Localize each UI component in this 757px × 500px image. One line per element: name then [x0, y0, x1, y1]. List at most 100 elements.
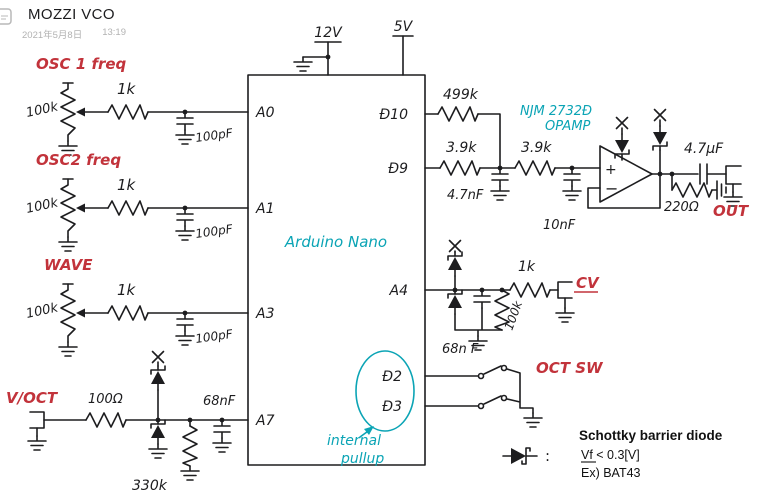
d10-mix-circuit: 499k	[424, 87, 501, 169]
pot-wiper-arrow-icon	[76, 203, 85, 213]
cv-input-circuit: 68n F 100k 1k CV	[424, 239, 600, 357]
cv-series-value: 1k	[518, 259, 536, 275]
ground-symbol	[555, 307, 575, 323]
note-pullup: pullup	[340, 451, 384, 467]
d10-resistor-value: 499k	[443, 87, 479, 103]
d10-mix-resistor	[437, 106, 479, 122]
d9-resistor-1	[439, 160, 481, 176]
osc2-filter-capacitor	[176, 207, 194, 227]
pin-a0: A0	[255, 105, 275, 121]
label-voct: V/OCT	[6, 389, 59, 407]
pin-d10: Đ10	[379, 107, 408, 123]
d2-d3-wires	[424, 375, 479, 407]
wire-12v	[302, 41, 329, 76]
schottky-diode	[614, 133, 630, 159]
opamp-kind: OPAMP	[545, 119, 591, 134]
d9-resistor-2	[514, 160, 556, 176]
pin-a4: A4	[389, 283, 408, 299]
ground-symbol	[58, 341, 78, 357]
arduino-nano: Arduino Nano A0 A1 A3 A7 Đ10 Đ9 A4 Đ2 Đ3…	[247, 74, 426, 467]
power-5v-rail: 5V	[392, 19, 414, 76]
wave-cap-value: 100pF	[194, 327, 234, 346]
pullup-pins-circle	[355, 350, 415, 432]
d9-resistor-1-value: 3.9k	[446, 140, 477, 156]
note-tool-icon[interactable]	[0, 8, 15, 28]
voct-shunt-resistor	[182, 425, 198, 467]
output-jack	[725, 165, 742, 185]
wave-resistor-value: 1k	[117, 281, 137, 299]
osc1-series-resistor	[107, 104, 149, 120]
rail-x-mark-icon	[448, 239, 462, 253]
note-arrow-icon	[364, 426, 374, 435]
junction-dot	[325, 54, 331, 60]
legend-colon: :	[545, 447, 550, 465]
note-time: 13:19	[102, 27, 126, 38]
osc2-resistor-value: 1k	[117, 176, 137, 194]
filter-capacitor-b	[563, 167, 581, 187]
pin-a7: A7	[255, 413, 275, 429]
output-dc-block-capacitor	[699, 163, 708, 185]
ground-symbol	[175, 129, 195, 145]
wave-filter-capacitor	[176, 312, 194, 332]
cv-shunt-value: 100k	[502, 298, 526, 332]
wave-input-circuit: WAVE 100k 1k 100pF	[25, 256, 249, 357]
wave-potentiometer	[60, 283, 76, 343]
octave-switch-circuit: OCT SW	[424, 359, 604, 428]
schottky-diode	[652, 125, 668, 151]
label-cv: CV	[576, 274, 600, 292]
rail-x-mark-icon	[653, 108, 667, 122]
pin-d3: Đ3	[382, 399, 402, 415]
schottky-diode	[447, 251, 463, 277]
ground-symbol	[562, 185, 582, 201]
legend-vf: Vf < 0.3[V]	[581, 448, 640, 462]
cv-jack	[557, 281, 573, 299]
cv-series-resistor	[509, 282, 551, 298]
voct-input-jack	[29, 411, 45, 429]
osc1-resistor-value: 1k	[117, 80, 137, 98]
osc2-potentiometer	[60, 178, 76, 238]
output-cap-value: 4.7μF	[684, 141, 724, 157]
power-12v-rail: 12V	[293, 25, 343, 76]
osc2-pot-value: 100k	[25, 195, 60, 216]
label-12v: 12V	[314, 25, 343, 41]
label-osc1: OSC 1 freq	[36, 55, 127, 73]
pot-wiper-arrow-icon	[76, 107, 85, 117]
opamp-triangle	[599, 145, 653, 203]
legend-diode-triangle	[511, 448, 526, 464]
legend-example: Ex) BAT43	[581, 466, 641, 480]
wave-pot-value: 100k	[25, 300, 60, 321]
osc1-pot-value: 100k	[25, 99, 60, 120]
pin-d2: Đ2	[382, 369, 402, 385]
switch-lever-d3	[483, 395, 502, 405]
label-5v: 5V	[394, 19, 414, 35]
voct-shunt-value: 330k	[132, 478, 168, 494]
d9-filter-circuit: 3.9k 3.9k 4.7nF 10nF	[424, 140, 601, 233]
pin-d9: Đ9	[388, 161, 408, 177]
output-resistor-value: 220Ω	[664, 200, 699, 215]
pin-a3: A3	[255, 306, 274, 322]
rail-x-mark-icon	[615, 116, 629, 130]
osc1-potentiometer	[60, 82, 76, 142]
filter-capacitor-a	[491, 167, 509, 187]
osc2-input-circuit: OSC2 freq 100k 1k 100pF	[25, 151, 249, 252]
ground-symbol	[490, 185, 510, 201]
schottky-diode	[150, 419, 166, 445]
osc2-cap-value: 100pF	[194, 222, 234, 241]
opamp-feedback-wire	[587, 173, 661, 209]
label-osc2: OSC2 freq	[36, 151, 121, 169]
voct-resistor-value: 100Ω	[88, 392, 123, 407]
opamp-plus-input: +	[605, 162, 617, 178]
d9-resistor-2-value: 3.9k	[521, 140, 552, 156]
internal-pullup-note: internal pullup	[327, 426, 384, 467]
arduino-nano-outline	[247, 74, 426, 466]
label-out: OUT	[713, 202, 750, 220]
osc1-input-circuit: OSC 1 freq 100k 1k 100pF	[25, 55, 249, 156]
voct-series-resistor	[85, 412, 127, 428]
note-tool-icon-lines	[1, 15, 8, 20]
switch-contact	[500, 364, 508, 372]
ground-symbol	[523, 412, 543, 428]
page-title: MOZZI VCO	[28, 6, 115, 23]
ground-symbol	[212, 437, 232, 453]
arduino-nano-label: Arduino Nano	[284, 233, 387, 251]
